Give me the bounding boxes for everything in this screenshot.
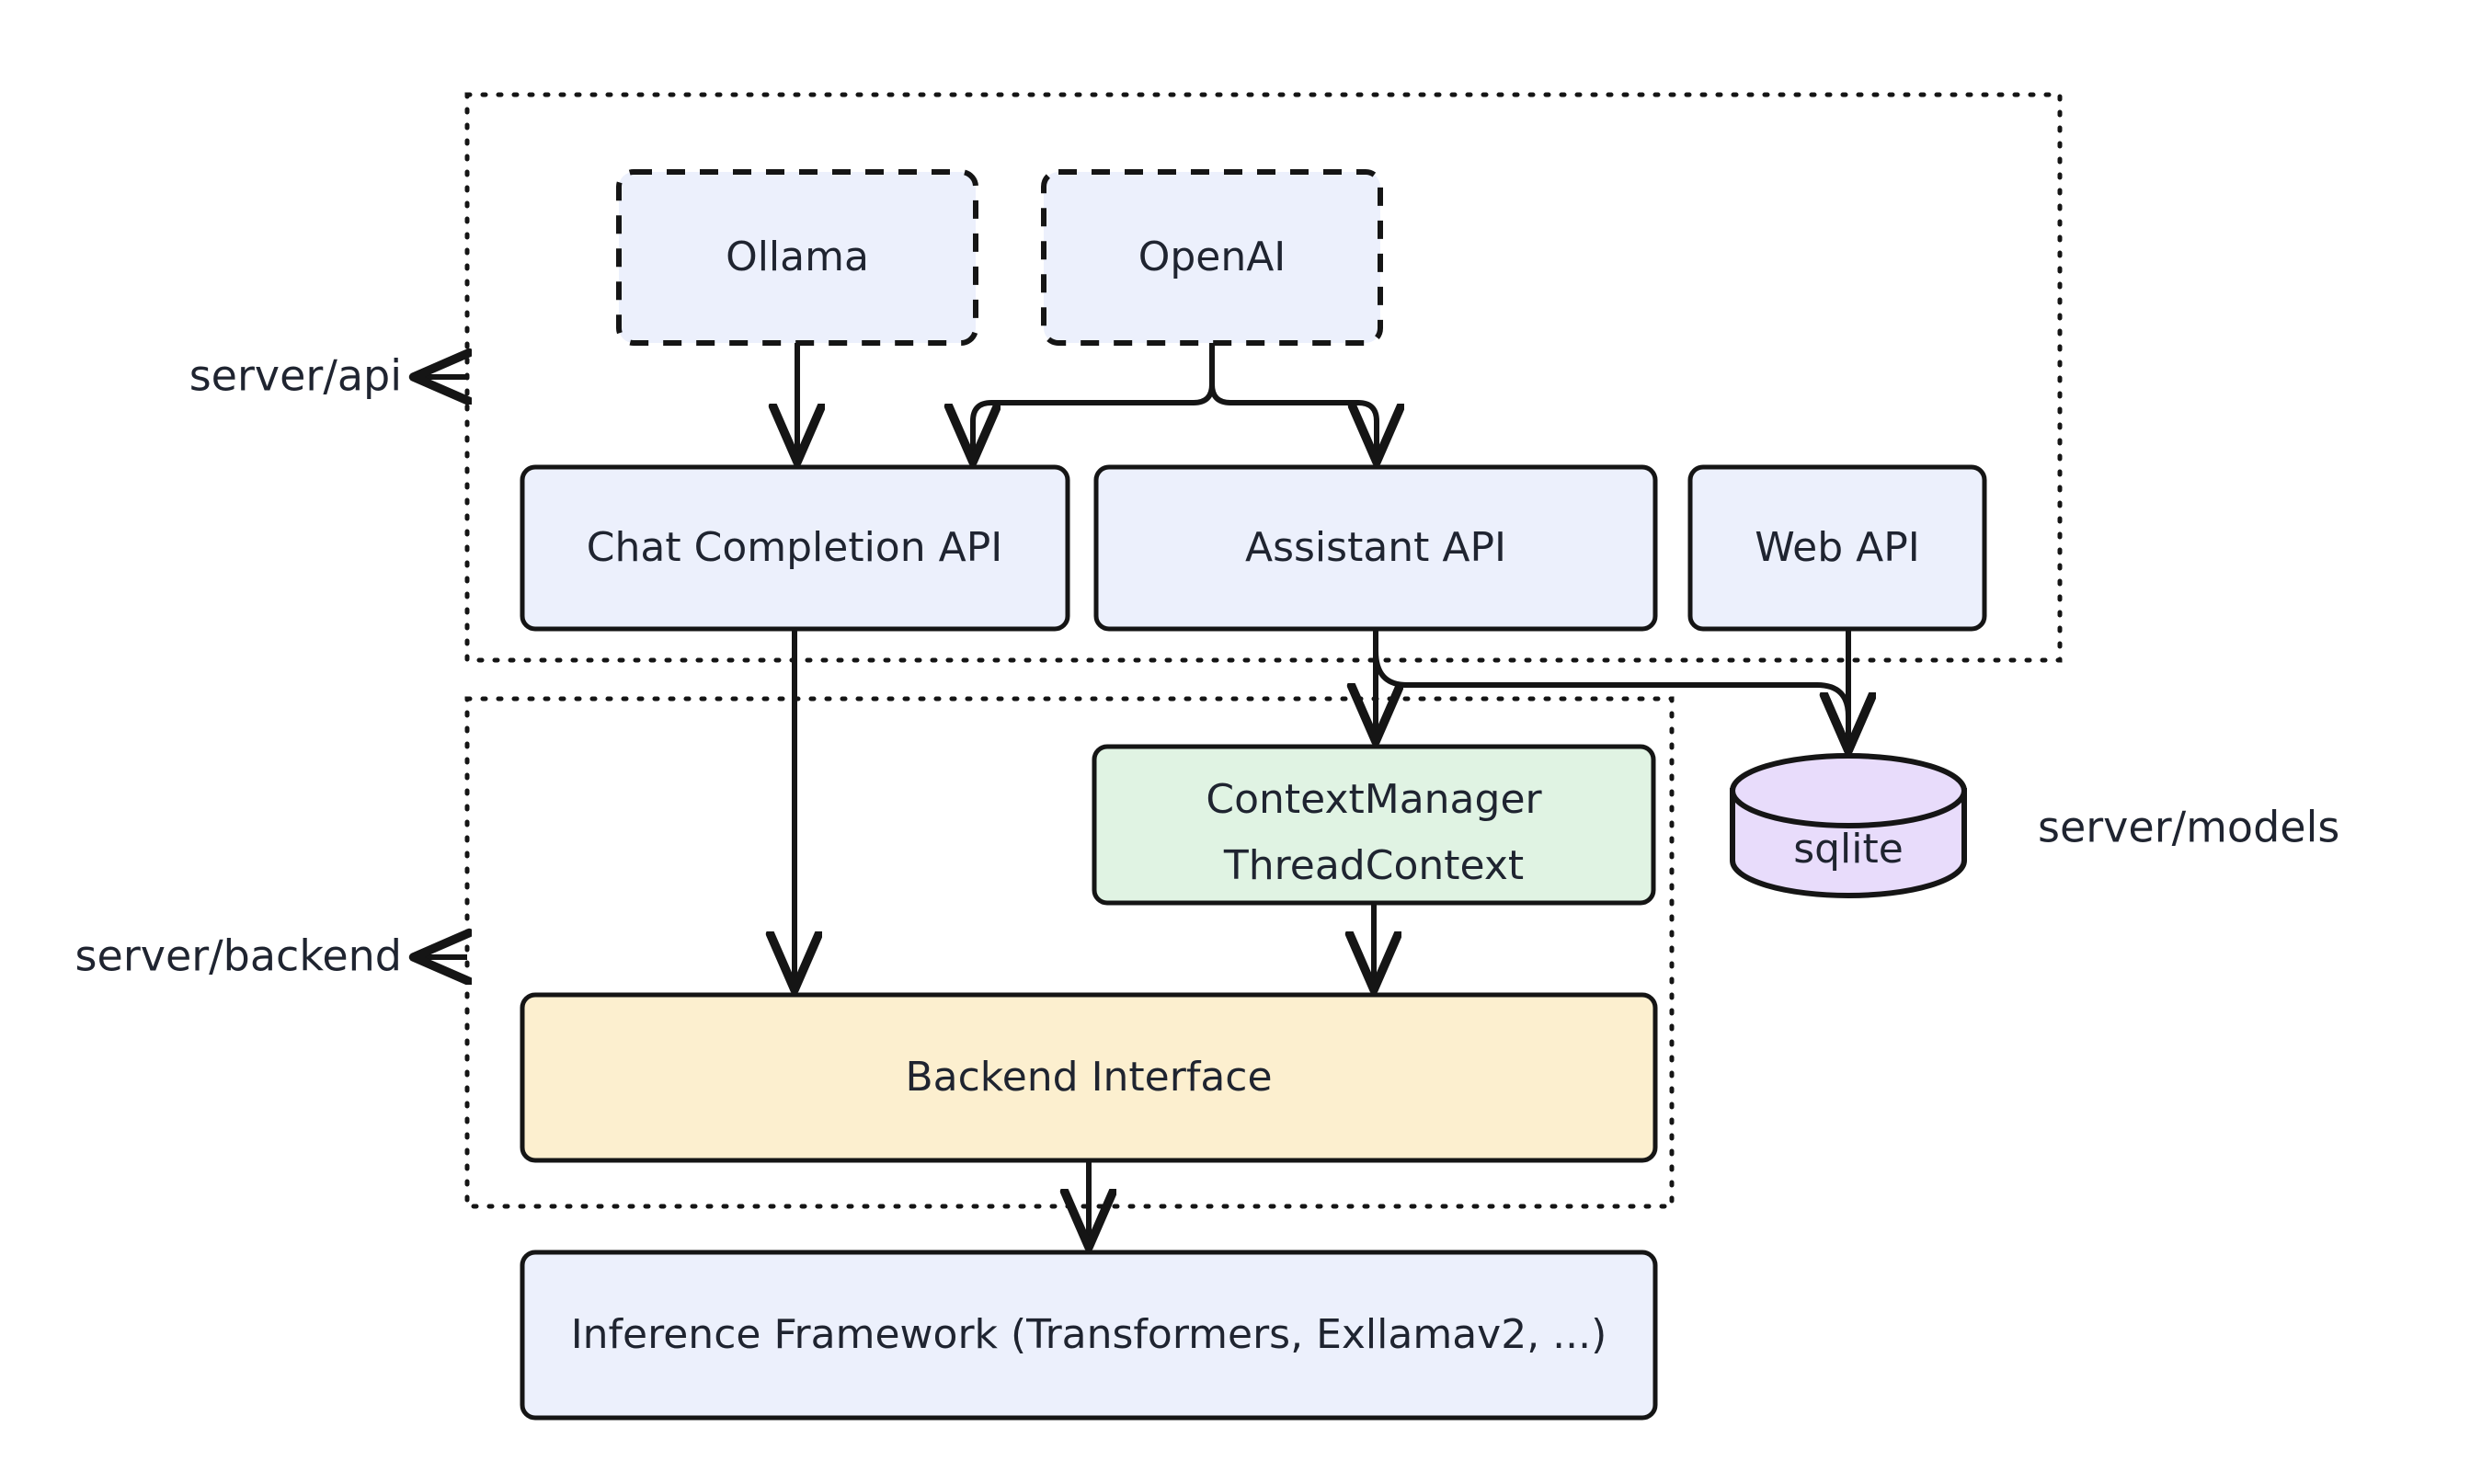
group-label-api: server/api [189, 351, 467, 401]
node-backend-interface-label: Backend Interface [905, 1054, 1272, 1101]
node-sqlite-label: sqlite [1793, 826, 1904, 873]
node-web-api[interactable]: Web API [1687, 464, 1987, 632]
group-label-models: server/models [2038, 803, 2339, 852]
node-inference-framework-label: Inference Framework (Transformers, Exlla… [571, 1311, 1607, 1358]
edge-openai-fork [973, 343, 1377, 460]
node-chat-completion-api-label: Chat Completion API [587, 524, 1002, 571]
node-backend-interface[interactable]: Backend Interface [520, 992, 1658, 1163]
node-chat-completion-api[interactable]: Chat Completion API [520, 464, 1070, 632]
node-openai[interactable]: OpenAI [1041, 169, 1383, 346]
group-label-api-text: server/api [189, 351, 402, 401]
group-label-backend-text: server/backend [75, 931, 402, 981]
group-label-backend: server/backend [75, 931, 467, 981]
node-context-manager-label-line2: ThreadContext [1223, 842, 1524, 889]
node-assistant-api[interactable]: Assistant API [1093, 464, 1658, 632]
node-ollama-label: Ollama [726, 234, 869, 280]
node-context-manager[interactable]: ContextManager ThreadContext [1092, 744, 1656, 906]
node-web-api-label: Web API [1755, 524, 1920, 571]
node-inference-framework[interactable]: Inference Framework (Transformers, Exlla… [520, 1250, 1658, 1421]
node-openai-label: OpenAI [1138, 234, 1286, 280]
group-label-models-text: server/models [2038, 803, 2339, 852]
node-ollama[interactable]: Ollama [616, 169, 978, 346]
node-context-manager-label-line1: ContextManager [1206, 776, 1542, 823]
node-sqlite[interactable]: sqlite [1730, 753, 1967, 898]
node-assistant-api-label: Assistant API [1245, 524, 1506, 571]
